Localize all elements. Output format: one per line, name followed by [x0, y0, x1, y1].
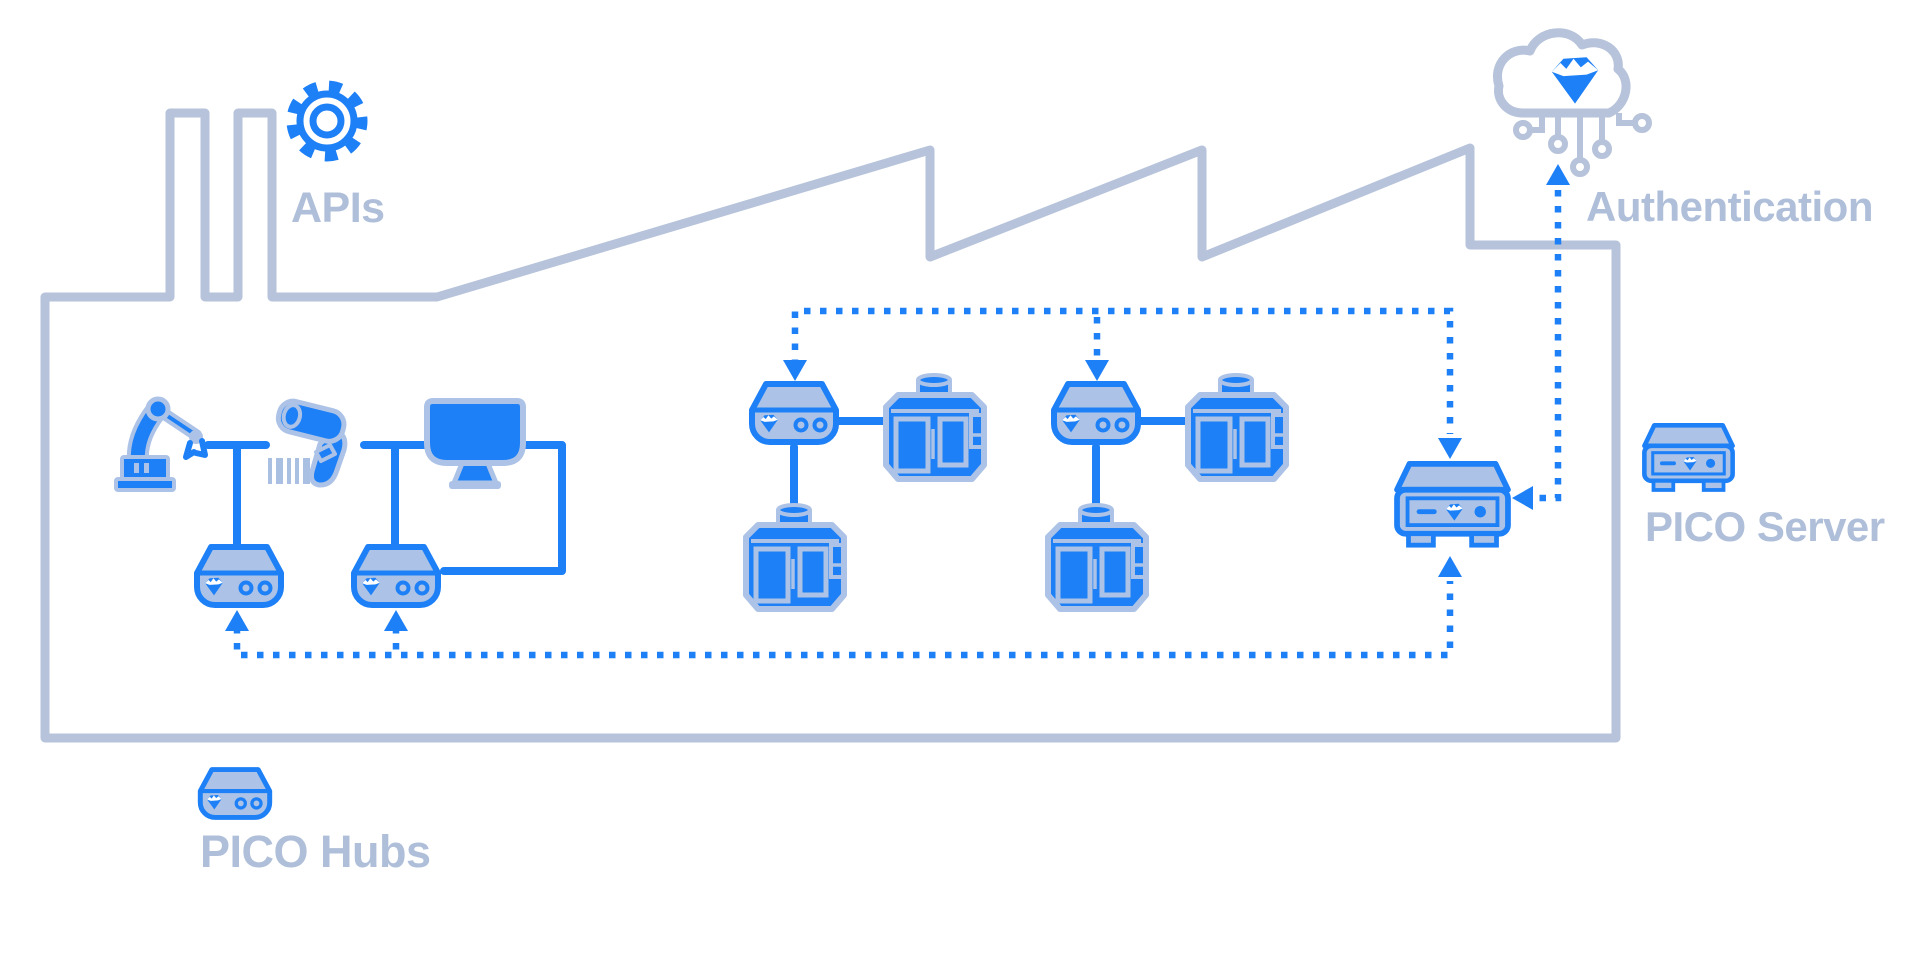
cnc-machine-icon — [1048, 505, 1146, 609]
pico-server-icon — [1644, 425, 1732, 490]
pico-hub-icon — [1054, 384, 1138, 442]
monitor-icon — [424, 398, 526, 489]
apis-label: APIs — [291, 184, 385, 232]
cnc-machine-icon — [1188, 375, 1286, 479]
pico-hub-icon — [200, 770, 269, 818]
pico-hubs-label: PICO Hubs — [200, 826, 431, 877]
pico-hub-icon — [752, 384, 836, 442]
connection-arrowheads — [225, 164, 1570, 631]
cloud-circuit-lines — [1513, 113, 1652, 177]
cloud-icon — [1493, 28, 1652, 177]
factory-outline — [40, 108, 1621, 743]
cnc-machine-icon — [886, 375, 984, 479]
pico-server-label: PICO Server — [1645, 503, 1885, 550]
authentication-label: Authentication — [1586, 183, 1873, 230]
cnc-machine-icon — [746, 505, 844, 609]
server-to-hubs-top-line — [791, 307, 1454, 434]
barcode-scanner-icon — [275, 398, 348, 488]
gear-icon — [286, 80, 368, 162]
robot-arm-icon — [114, 396, 208, 492]
pico-hub-icon — [197, 547, 281, 605]
pico-hub-icon — [354, 547, 438, 605]
server-to-authentication-line — [1536, 190, 1562, 502]
pico-server-icon — [1397, 464, 1508, 545]
equipment-wires — [204, 417, 1190, 575]
